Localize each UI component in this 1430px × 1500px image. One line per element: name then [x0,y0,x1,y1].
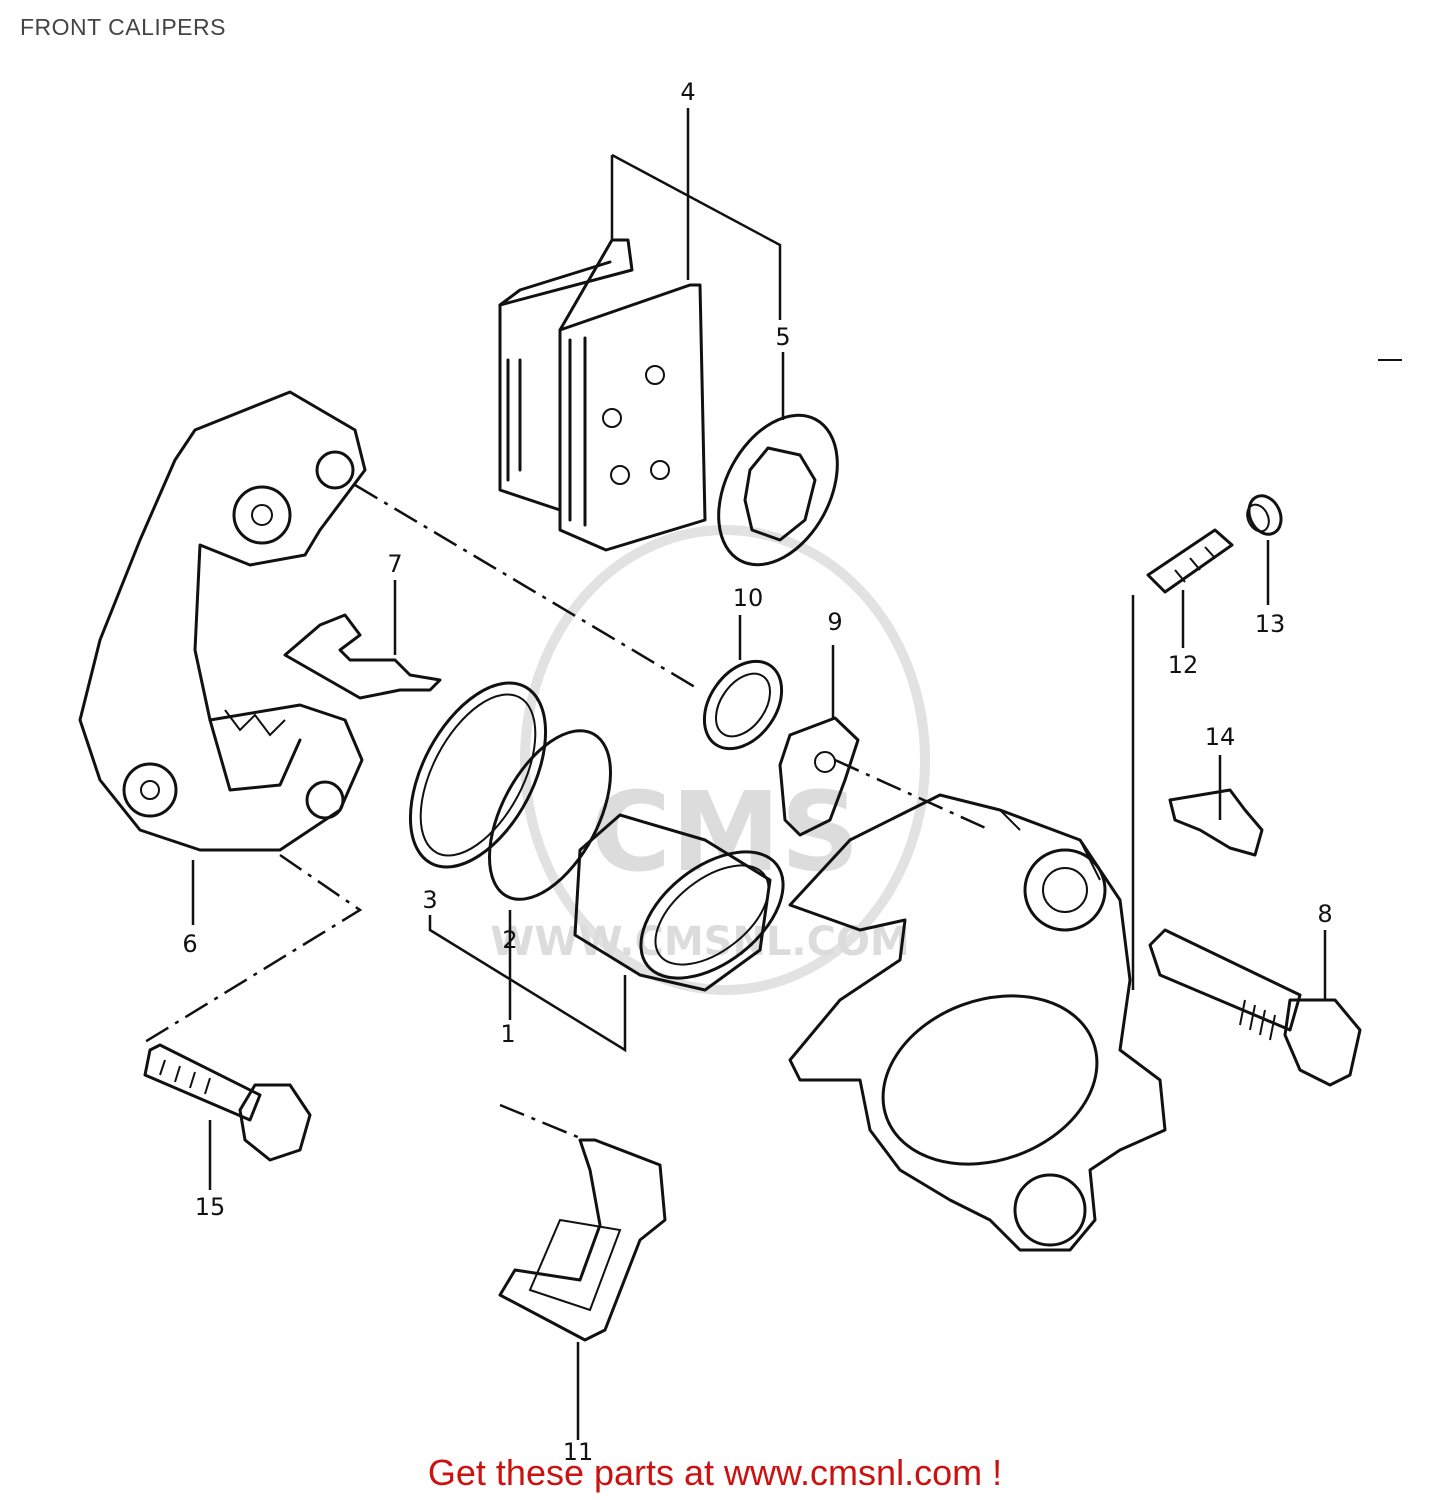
callout-10: 10 [733,584,764,612]
piston-dust-seal[interactable] [382,661,573,889]
watermark-logo-text: CMS [590,768,859,896]
cta-link[interactable]: Get these parts at www.cmsnl.com ! [427,1452,1003,1493]
pad-pin-clip[interactable] [1168,788,1264,857]
callout-5: 5 [775,323,790,351]
callout-9: 9 [827,608,842,636]
bleeder-cap[interactable] [1243,491,1287,540]
page-title: FRONT CALIPERS [20,14,226,40]
callout-6: 6 [182,930,197,958]
callout-7: 7 [387,550,402,578]
watermark-logo: CMS WWW.CMSNL.COM [490,525,930,995]
caliper-piston[interactable] [573,813,806,1003]
callout-8: 8 [1317,900,1332,928]
callout-3: 3 [422,886,437,914]
callout-14: 14 [1205,723,1236,751]
slide-pin-bolt[interactable] [1148,928,1362,1087]
callout-11: 11 [563,1438,594,1466]
callout-numbers: 1 2 3 4 5 6 7 8 9 10 11 12 13 14 15 [182,78,1332,1466]
watermark-url-text: WWW.CMSNL.COM [490,919,910,965]
callout-1: 1 [500,1020,515,1048]
callout-2: 2 [502,926,517,954]
pin-boot[interactable] [688,647,797,763]
pad-spring[interactable] [498,1138,667,1342]
brake-pad-set[interactable] [498,238,707,552]
bleeder-valve[interactable] [1146,528,1234,594]
leader-lines [139,108,1327,1440]
callout-4: 4 [680,78,695,106]
callout-15: 15 [195,1193,226,1221]
caliper-holder[interactable] [78,390,367,852]
mounting-bolt[interactable] [143,1043,312,1162]
callout-12: 12 [1168,651,1199,679]
caliper-body[interactable] [788,793,1167,1252]
pad-shim[interactable] [695,395,862,585]
pad-retainer[interactable] [778,716,860,837]
callout-13: 13 [1255,610,1286,638]
pad-spring-clip[interactable] [283,613,442,700]
